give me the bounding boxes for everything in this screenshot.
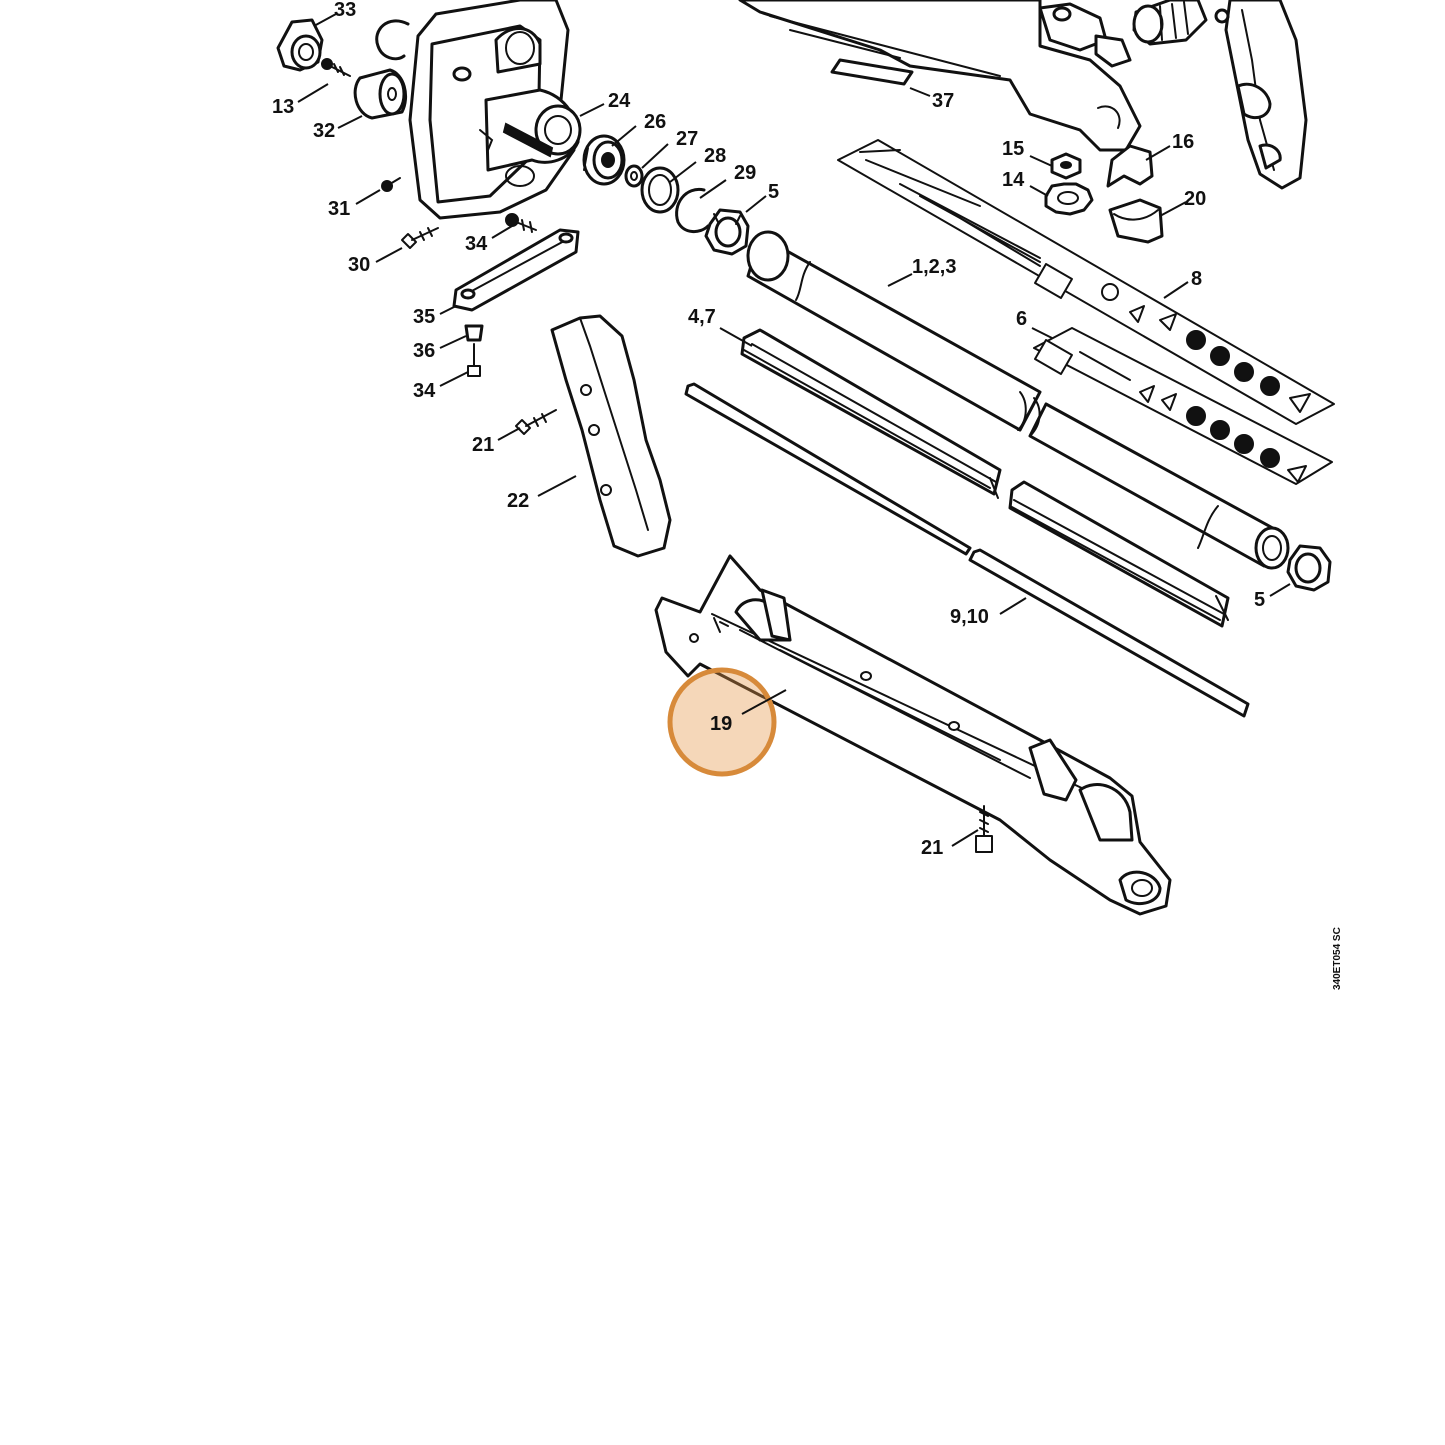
callout-16: 16 xyxy=(1172,131,1194,153)
callout-29: 29 xyxy=(734,162,756,184)
callout-32: 32 xyxy=(313,120,335,142)
callout-36: 36 xyxy=(413,340,435,362)
part-nut-5-bottom xyxy=(1286,544,1332,592)
part-buffer-32 xyxy=(353,68,407,120)
callout-34-bottom: 34 xyxy=(413,380,436,402)
part-screw-34-bottom xyxy=(467,343,481,377)
part-screw-21-bottom xyxy=(975,805,993,853)
part-pad-20 xyxy=(1108,198,1164,244)
part-screw-30 xyxy=(401,227,439,249)
part-housing-37 xyxy=(738,0,1142,152)
callout-8: 8 xyxy=(1191,268,1202,290)
callout-33: 33 xyxy=(334,0,356,21)
part-label-6 xyxy=(1033,327,1333,485)
callout-28: 28 xyxy=(704,145,726,167)
callout-5-bottom: 5 xyxy=(1254,589,1265,611)
callout-21-bottom: 21 xyxy=(921,837,943,859)
part-cap-33 xyxy=(276,18,324,72)
part-handle-housing-19 xyxy=(654,554,1172,916)
part-nut-5-top xyxy=(704,208,750,256)
callout-19: 19 xyxy=(710,713,732,735)
part-bearing-26 xyxy=(582,134,626,186)
part-drive-shaft-9-10 xyxy=(684,382,1250,718)
leader-lines xyxy=(297,13,1291,847)
callout-30: 30 xyxy=(348,254,370,276)
part-clip-16 xyxy=(1106,144,1154,188)
part-plug-36 xyxy=(464,324,484,342)
callout-31: 31 xyxy=(328,198,350,220)
drawing-code: 340ET054 SC xyxy=(1332,927,1343,990)
callout-37: 37 xyxy=(932,90,954,112)
callout-27: 27 xyxy=(676,128,698,150)
callout-4-7: 4,7 xyxy=(688,306,716,328)
highlight-ring xyxy=(667,667,777,777)
callout-9-10: 9,10 xyxy=(950,606,989,628)
part-ring-27 xyxy=(624,164,644,188)
part-screw-34-top xyxy=(505,213,537,233)
part-washer-28 xyxy=(640,166,680,214)
part-liner-4-7 xyxy=(740,328,1230,628)
callout-35: 35 xyxy=(413,306,435,328)
part-screw-13 xyxy=(321,58,351,77)
callout-labels: 33 13 32 31 30 24 26 27 28 29 5 34 35 36… xyxy=(272,0,1265,859)
callout-26: 26 xyxy=(644,111,666,133)
part-screw-31 xyxy=(381,177,401,192)
part-label-8 xyxy=(837,139,1335,425)
leader-19 xyxy=(741,689,787,715)
part-circlip-top xyxy=(375,19,410,61)
callout-13: 13 xyxy=(272,96,294,118)
callout-20: 20 xyxy=(1184,188,1206,210)
callout-22: 22 xyxy=(507,490,529,512)
callout-34-top: 34 xyxy=(465,233,488,255)
callout-21-top: 21 xyxy=(472,434,494,456)
callout-1-2-3: 1,2,3 xyxy=(912,256,956,278)
callout-24: 24 xyxy=(608,90,631,112)
part-nut-15 xyxy=(1050,152,1082,180)
part-lockwasher-14 xyxy=(1044,182,1094,216)
callout-14: 14 xyxy=(1002,169,1025,191)
callout-6: 6 xyxy=(1016,308,1027,330)
part-fitting-top xyxy=(1132,0,1208,46)
part-screw-21-top xyxy=(515,409,557,435)
part-drive-tube-1-2-3 xyxy=(746,230,1290,570)
callout-15: 15 xyxy=(1002,138,1024,160)
part-cover-22 xyxy=(550,314,672,558)
part-handle-top-right xyxy=(1214,0,1308,190)
part-gear-housing-24 xyxy=(408,0,582,220)
part-circlip-29 xyxy=(675,187,710,233)
callout-5-top: 5 xyxy=(768,181,779,203)
